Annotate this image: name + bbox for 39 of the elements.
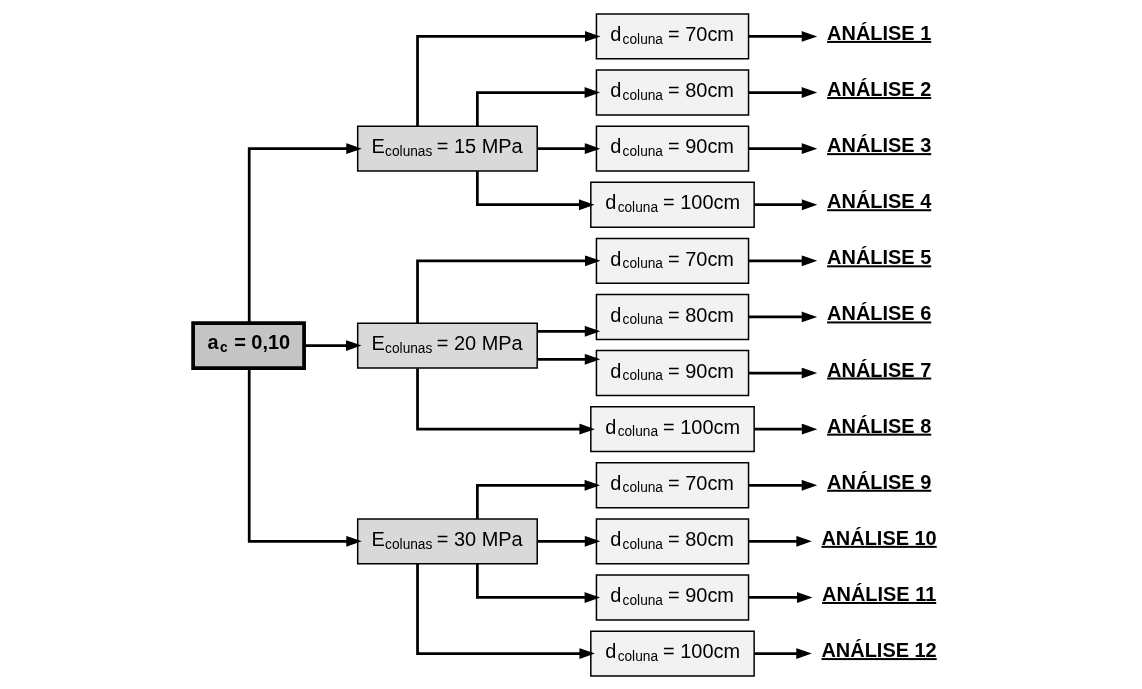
arrow (247, 367, 362, 547)
arrow (536, 535, 600, 547)
arrow (536, 325, 600, 337)
node-text: ANÁLISE 1 (826, 21, 931, 44)
arrow (475, 86, 600, 126)
node-text: ANÁLISE 8 (826, 414, 931, 437)
arrow (415, 254, 600, 323)
node-text: ANÁLISE 2 (826, 77, 931, 100)
arrow (304, 339, 361, 351)
node-text: ANÁLISE 7 (826, 358, 931, 381)
arrow (748, 254, 817, 266)
node-text: ANÁLISE 4 (826, 189, 931, 212)
arrow (536, 142, 600, 154)
arrow (748, 30, 817, 42)
arrow (748, 479, 817, 491)
node-text: ANÁLISE 10 (820, 526, 937, 549)
arrow (754, 647, 812, 659)
arrow (415, 30, 600, 126)
arrow (748, 591, 812, 603)
arrow (748, 535, 812, 547)
arrow (247, 142, 362, 323)
node-text: ANÁLISE 11 (821, 582, 936, 605)
node-text: ANÁLISE 5 (826, 245, 931, 268)
arrow (475, 479, 600, 519)
arrow (536, 353, 600, 365)
arrow (748, 142, 817, 154)
arrow (748, 86, 817, 98)
node-text: ANÁLISE 3 (826, 133, 931, 156)
arrow (475, 170, 594, 210)
node-text: ANÁLISE 6 (826, 301, 931, 324)
node-text: ANÁLISE 12 (820, 638, 937, 661)
arrow (475, 563, 600, 603)
node-text: ANÁLISE 9 (826, 470, 931, 493)
arrow (754, 198, 817, 210)
arrow (415, 563, 595, 659)
arrow (748, 367, 817, 378)
arrow (415, 367, 595, 435)
arrow (754, 423, 817, 435)
arrow (748, 311, 817, 322)
